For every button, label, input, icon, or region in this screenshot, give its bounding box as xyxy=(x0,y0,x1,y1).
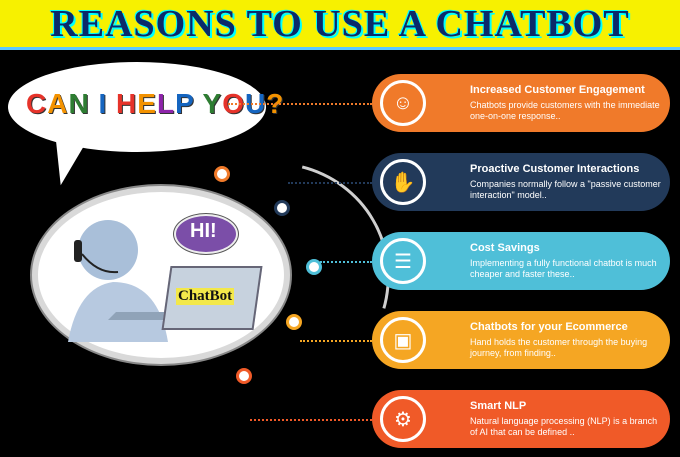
speech-bubble-letter: H xyxy=(116,88,138,119)
reason-title: Smart NLP xyxy=(470,400,527,412)
title-banner: REASONS TO USE A CHATBOT xyxy=(0,0,680,50)
speech-bubble-letter: Y xyxy=(202,88,223,119)
handshake-icon: ✋ xyxy=(380,159,426,205)
speech-bubble-letter: L xyxy=(156,88,176,119)
brain-icon: ⚙ xyxy=(380,396,426,442)
speech-bubble-letter: I xyxy=(98,88,108,119)
connector-line xyxy=(288,182,372,184)
speech-bubble-text: CAN I HELP YOU? xyxy=(26,88,284,120)
hi-speech-bubble xyxy=(174,214,238,254)
connector-node xyxy=(274,200,290,216)
chatbot-figure-icon xyxy=(68,220,196,342)
connector-node xyxy=(214,166,230,182)
speech-bubble-letter: C xyxy=(26,88,48,119)
speech-bubble-tail xyxy=(48,136,88,188)
connector-node xyxy=(306,259,322,275)
reason-card: ⚙ Smart NLP Natural language processing (N… xyxy=(372,390,670,448)
reason-description: Natural language processing (NLP) is a b… xyxy=(470,416,658,437)
money-icon: ☰ xyxy=(380,238,426,284)
reason-description: Hand holds the customer through the buyi… xyxy=(470,337,648,358)
laptop-label: ChatBot xyxy=(176,288,235,305)
reason-description: Chatbots provide customers with the imme… xyxy=(470,100,660,121)
hi-text: HI! xyxy=(190,220,217,242)
speech-bubble-letter: E xyxy=(137,88,157,119)
reason-description: Companies normally follow a "passive cus… xyxy=(470,179,661,200)
connector-node xyxy=(286,314,302,330)
connector-node xyxy=(236,368,252,384)
connector-line xyxy=(250,419,372,421)
connector-line xyxy=(320,261,372,263)
reason-title: Increased Customer Engagement xyxy=(470,84,645,96)
reason-description: Implementing a fully functional chatbot … xyxy=(470,258,657,279)
connector-line xyxy=(228,103,372,105)
speech-bubble-letter: N xyxy=(68,88,90,119)
users-icon: ☺ xyxy=(380,80,426,126)
speech-bubble-letter: A xyxy=(47,88,69,119)
speech-bubble-letter xyxy=(194,88,202,119)
reason-title: Proactive Customer Interactions xyxy=(470,163,640,175)
speech-bubble-letter xyxy=(107,88,116,119)
banner-title: REASONS TO USE A CHATBOT xyxy=(50,3,630,45)
reason-title: Cost Savings xyxy=(470,242,540,254)
reason-title: Chatbots for your Ecommerce xyxy=(470,321,628,333)
cart-icon: ▣ xyxy=(380,317,426,363)
speech-bubble xyxy=(8,62,266,152)
connector-line xyxy=(300,340,372,342)
speech-bubble-letter: P xyxy=(175,88,195,119)
